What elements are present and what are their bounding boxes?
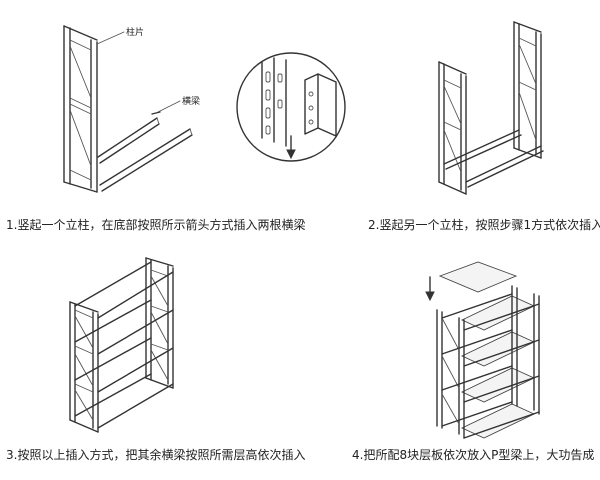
step-1-beam-lower: [99, 128, 193, 192]
beam-label: 横梁: [182, 95, 200, 107]
upright-callout-line: [96, 31, 125, 45]
step-2-upright-left: [438, 61, 467, 195]
slot: [265, 125, 271, 135]
arrow-down-icon: [286, 135, 296, 160]
step-2-beams: [443, 129, 544, 188]
step-3-figure: [69, 257, 174, 433]
step-1-beam-upper: [97, 111, 161, 164]
slot: [265, 89, 271, 101]
step-2-upright-right: [513, 21, 542, 159]
step-2-caption: 2.竖起另一个立柱，按照步骤1方式依次插入: [368, 218, 600, 232]
step-1-caption: 1.竖起一个立柱，在底部按照所示箭头方式插入两根横梁: [6, 218, 306, 232]
step-4-beams: [441, 293, 540, 439]
beam-callout-line: [157, 100, 181, 113]
slot: [265, 107, 271, 119]
arrow-down-icon: [425, 276, 435, 302]
step-3-upright-right: [145, 257, 174, 389]
upright-label: 柱片: [126, 26, 144, 38]
step-4-caption: 4.把所配8块层板依次放入P型梁上，大功告成: [352, 448, 595, 462]
step-4-figure: [425, 261, 540, 439]
step-3-upright-left: [69, 301, 99, 433]
detail-circle: [236, 52, 346, 162]
step-1-upright-frame: [63, 25, 98, 193]
slot: [277, 99, 283, 109]
slot: [265, 71, 271, 83]
step-1-figure: 柱片 横梁: [63, 25, 200, 193]
step-3-caption: 3.按照以上插入方式，把其余横梁按照所需层高依次插入: [6, 448, 306, 462]
step-4-upright-left: [436, 309, 465, 439]
shelf-panels: [460, 295, 536, 439]
step-2-figure: [438, 21, 544, 195]
step-3-beams: [74, 261, 174, 429]
loose-shelf-panel: [438, 261, 518, 293]
slot: [277, 73, 283, 83]
